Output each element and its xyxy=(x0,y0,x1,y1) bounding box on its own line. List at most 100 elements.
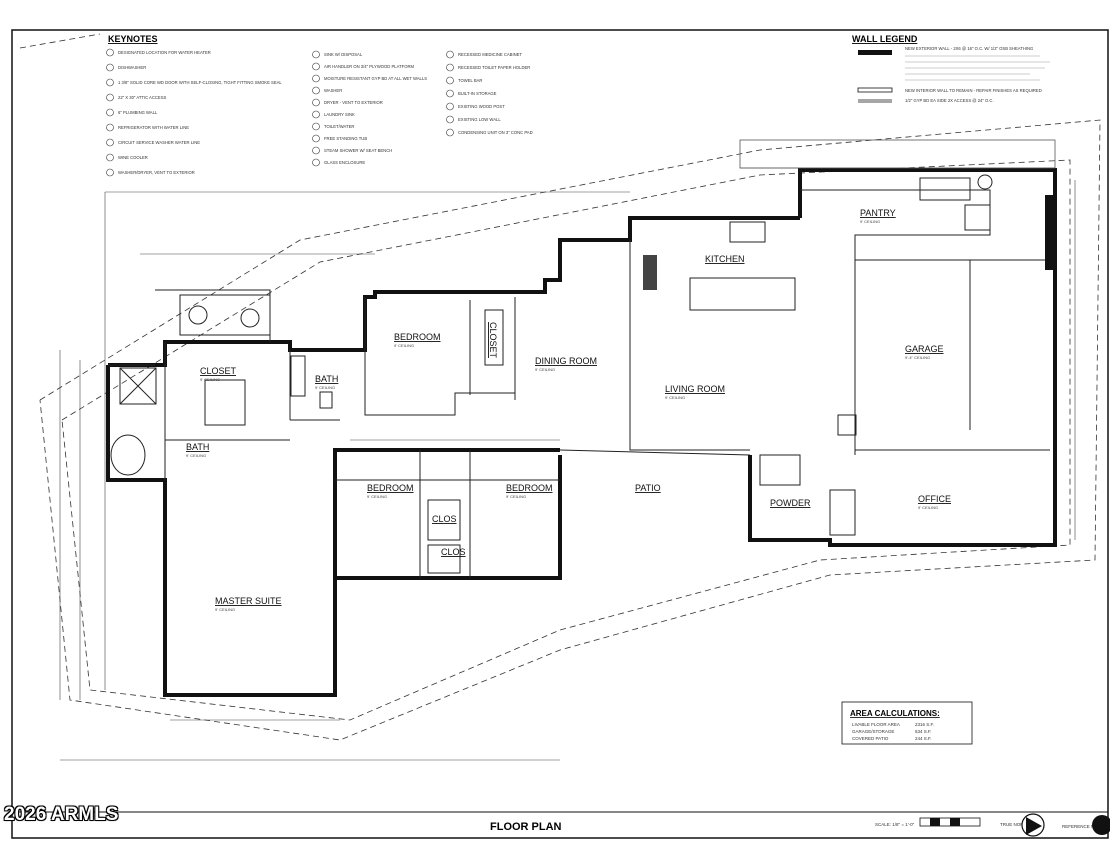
keynote-marker xyxy=(106,63,114,72)
area-row-value: 534 S.F. xyxy=(915,729,932,734)
sheet-border xyxy=(11,29,1109,839)
keynote-text: RECESSED TOILET PAPER HOLDER xyxy=(458,65,530,70)
keynote-text: CONDENSING UNIT ON 3" CONC PAD xyxy=(458,130,533,135)
keynote-text: STEAM SHOWER W/ SEAT BENCH xyxy=(324,148,392,153)
keynote-text: DISHWASHER xyxy=(118,65,146,70)
scale-note: SCALE: 1/8" = 1'-0" xyxy=(875,822,915,827)
room-name: CLOSET xyxy=(200,366,237,376)
room-ceiling: 9' CEILING xyxy=(315,385,335,390)
keynote-text: WASHER/DRYER, VENT TO EXTERIOR xyxy=(118,170,195,175)
keynote-marker xyxy=(106,138,114,147)
area-row-value: 244 S.F. xyxy=(915,736,932,741)
keynote-marker xyxy=(446,89,454,98)
room-name: KITCHEN xyxy=(705,254,745,264)
keynote-marker xyxy=(312,158,320,167)
keynote-text: TOILET/WATER xyxy=(324,124,354,129)
keynote-marker xyxy=(312,134,320,143)
area-calculations: AREA CALCULATIONS: LIVABLE FLOOR AREA 23… xyxy=(841,701,973,745)
legend-new-wall-symbol xyxy=(858,50,892,55)
room-ceiling: 9' CEILING xyxy=(506,494,526,499)
keynote-marker xyxy=(446,50,454,59)
legend-item: NEW EXTERIOR WALL - 2X6 @ 16" O.C. W/ 1/… xyxy=(905,46,1033,51)
keynote-marker xyxy=(446,128,454,137)
room-name: BATH xyxy=(315,374,338,384)
room-name: BEDROOM xyxy=(506,483,553,493)
room-ceiling: 9' CEILING xyxy=(215,607,235,612)
room-name: BATH xyxy=(186,442,209,452)
room-ceiling: 9' CEILING xyxy=(665,395,685,400)
keynote-text: TOWEL BAR xyxy=(458,78,482,83)
walls xyxy=(106,139,1057,697)
reference-north-icon xyxy=(1092,815,1110,835)
keynote-marker xyxy=(312,122,320,131)
keynote-marker xyxy=(446,102,454,111)
room-name: MASTER SUITE xyxy=(215,596,282,606)
keynote-marker xyxy=(446,115,454,124)
true-north-label: TRUE NORTH xyxy=(1000,822,1029,827)
legend-existing-wall-symbol xyxy=(857,87,893,93)
keynote-text: SINK W/ DISPOSAL xyxy=(324,52,363,57)
keynote-text: WASHER xyxy=(324,88,342,93)
keynote-marker xyxy=(106,93,114,102)
keynote-text: FREE STANDING TUB xyxy=(324,136,367,141)
keynote-text: CIRCUIT SERVICE WASHER WATER LINE xyxy=(118,140,200,145)
wall-legend-title: WALL LEGEND xyxy=(852,34,918,44)
keynotes-title: KEYNOTES xyxy=(108,34,158,44)
keynote-marker xyxy=(312,62,320,71)
keynote-text: LAUNDRY SINK xyxy=(324,112,355,117)
room-name: GARAGE xyxy=(905,344,944,354)
area-row-label: COVERED PATIO xyxy=(852,736,889,741)
room-name: PATIO xyxy=(635,483,661,493)
keynote-text: 1 3/8" SOLID CORE WD DOOR WITH SELF-CLOS… xyxy=(118,80,282,85)
area-calc-title: AREA CALCULATIONS: xyxy=(850,709,940,718)
keynote-text: DESIGNATED LOCATION FOR WATER HEATER xyxy=(118,50,211,55)
keynote-marker xyxy=(446,76,454,85)
keynote-marker xyxy=(312,74,320,83)
room-name: OFFICE xyxy=(918,494,951,504)
room-ceiling: 9'-4" CEILING xyxy=(905,355,930,360)
keynote-text: DRYER - VENT TO EXTERIOR xyxy=(324,100,383,105)
legend-item: NEW INTERIOR WALL TO REMAIN - REPAIR FIN… xyxy=(905,88,1042,93)
room-ceiling: 9' CEILING xyxy=(200,377,220,382)
keynote-text: 22" X 30" ATTIC ACCESS xyxy=(118,95,166,100)
keynote-text: REFRIGERATOR WITH WATER LINE xyxy=(118,125,189,130)
mls-watermark: 2026 ARMLS xyxy=(4,804,119,825)
keynote-marker xyxy=(312,50,320,59)
room-ceiling: 9' CEILING xyxy=(918,505,938,510)
keynote-marker xyxy=(106,78,114,87)
dimension-lines xyxy=(59,167,1076,761)
room-name: DINING ROOM xyxy=(535,356,597,366)
room-name: CLOSET xyxy=(488,322,498,359)
room-name: BEDROOM xyxy=(367,483,414,493)
room-ceiling: 9' CEILING xyxy=(394,343,414,348)
wall-legend-block: WALL LEGEND NEW EXTERIOR WALL - 2X6 @ 16… xyxy=(852,34,1050,103)
area-row-value: 2316 S.F. xyxy=(915,722,934,727)
keynote-marker xyxy=(106,168,114,177)
area-row-label: GARAGE/STORAGE xyxy=(852,729,894,734)
legend-item: 1/2" GYP BD EA SIDE 2X ACCESS @ 24" O.C. xyxy=(905,98,994,103)
keynote-text: 6" PLUMBING WALL xyxy=(118,110,158,115)
keynote-text: EXISTING WOOD POST xyxy=(458,104,505,109)
keynotes-block: KEYNOTES DESIGNATED LOCATION FOR WATER H… xyxy=(106,34,533,177)
room-ceiling: 9' CEILING xyxy=(186,453,206,458)
room-name: BEDROOM xyxy=(394,332,441,342)
keynote-text: AIR HANDLER ON 3/4" PLYWOOD PLATFORM xyxy=(324,64,414,69)
room-name: CLOS xyxy=(432,514,457,524)
title-block: FLOOR PLAN SCALE: 1/8" = 1'-0" TRUE NORT… xyxy=(490,813,1110,837)
room-ceiling: 9' CEILING xyxy=(860,219,880,224)
reference-north-label: REFERENCE NORTH xyxy=(1062,824,1107,829)
keynote-marker xyxy=(106,108,114,117)
room-name: POWDER xyxy=(770,498,811,508)
keynote-marker xyxy=(106,153,114,162)
room-ceiling: 9' CEILING xyxy=(367,494,387,499)
keynote-marker xyxy=(106,48,114,57)
keynote-text: GLASS ENCLOSURE xyxy=(324,160,365,165)
keynote-text: BUILT-IN STORAGE xyxy=(458,91,497,96)
keynote-text: MOISTURE RESISTANT GYP BD AT ALL WET WAL… xyxy=(324,76,427,81)
room-name: LIVING ROOM xyxy=(665,384,725,394)
keynote-text: EXISTING LOW WALL xyxy=(458,117,501,122)
keynote-marker xyxy=(312,110,320,119)
sheet-title: FLOOR PLAN xyxy=(490,821,562,833)
room-name: PANTRY xyxy=(860,208,896,218)
